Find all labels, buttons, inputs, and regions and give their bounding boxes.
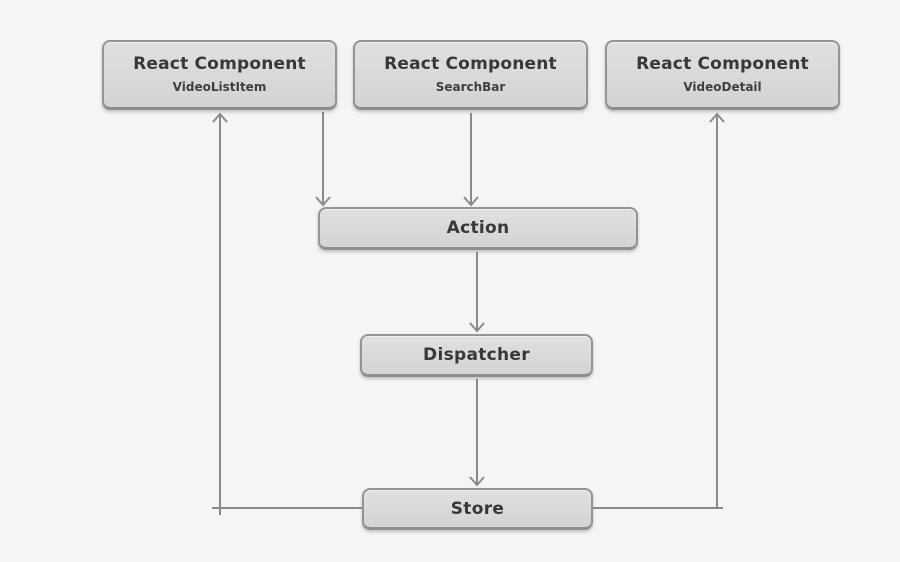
node-react-component-videolistitem: React Component VideoListItem: [102, 40, 337, 110]
node-react-component-searchbar: React Component SearchBar: [353, 40, 588, 110]
arrow-searchbar-to-action: [463, 113, 479, 207]
arrow-store-to-videodetail: [593, 112, 725, 509]
arrow-dispatcher-to-store: [469, 379, 485, 487]
node-dispatcher: Dispatcher: [360, 334, 593, 377]
node-label: Store: [450, 498, 505, 519]
node-label: Action: [446, 218, 510, 238]
node-title: React Component: [636, 53, 809, 74]
node-action: Action: [318, 207, 638, 250]
arrow-action-to-dispatcher: [469, 252, 485, 333]
node-react-component-videodetail: React Component VideoDetail: [605, 40, 840, 110]
node-subtitle: SearchBar: [435, 80, 506, 95]
arrow-videolistitem-to-action: [315, 112, 331, 207]
node-subtitle: VideoDetail: [683, 80, 762, 95]
node-title: React Component: [384, 53, 557, 74]
node-store: Store: [362, 488, 593, 530]
node-title: React Component: [133, 53, 306, 74]
arrow-store-to-videolistitem: [212, 112, 362, 515]
node-subtitle: VideoListItem: [172, 80, 267, 95]
node-label: Dispatcher: [423, 345, 530, 365]
